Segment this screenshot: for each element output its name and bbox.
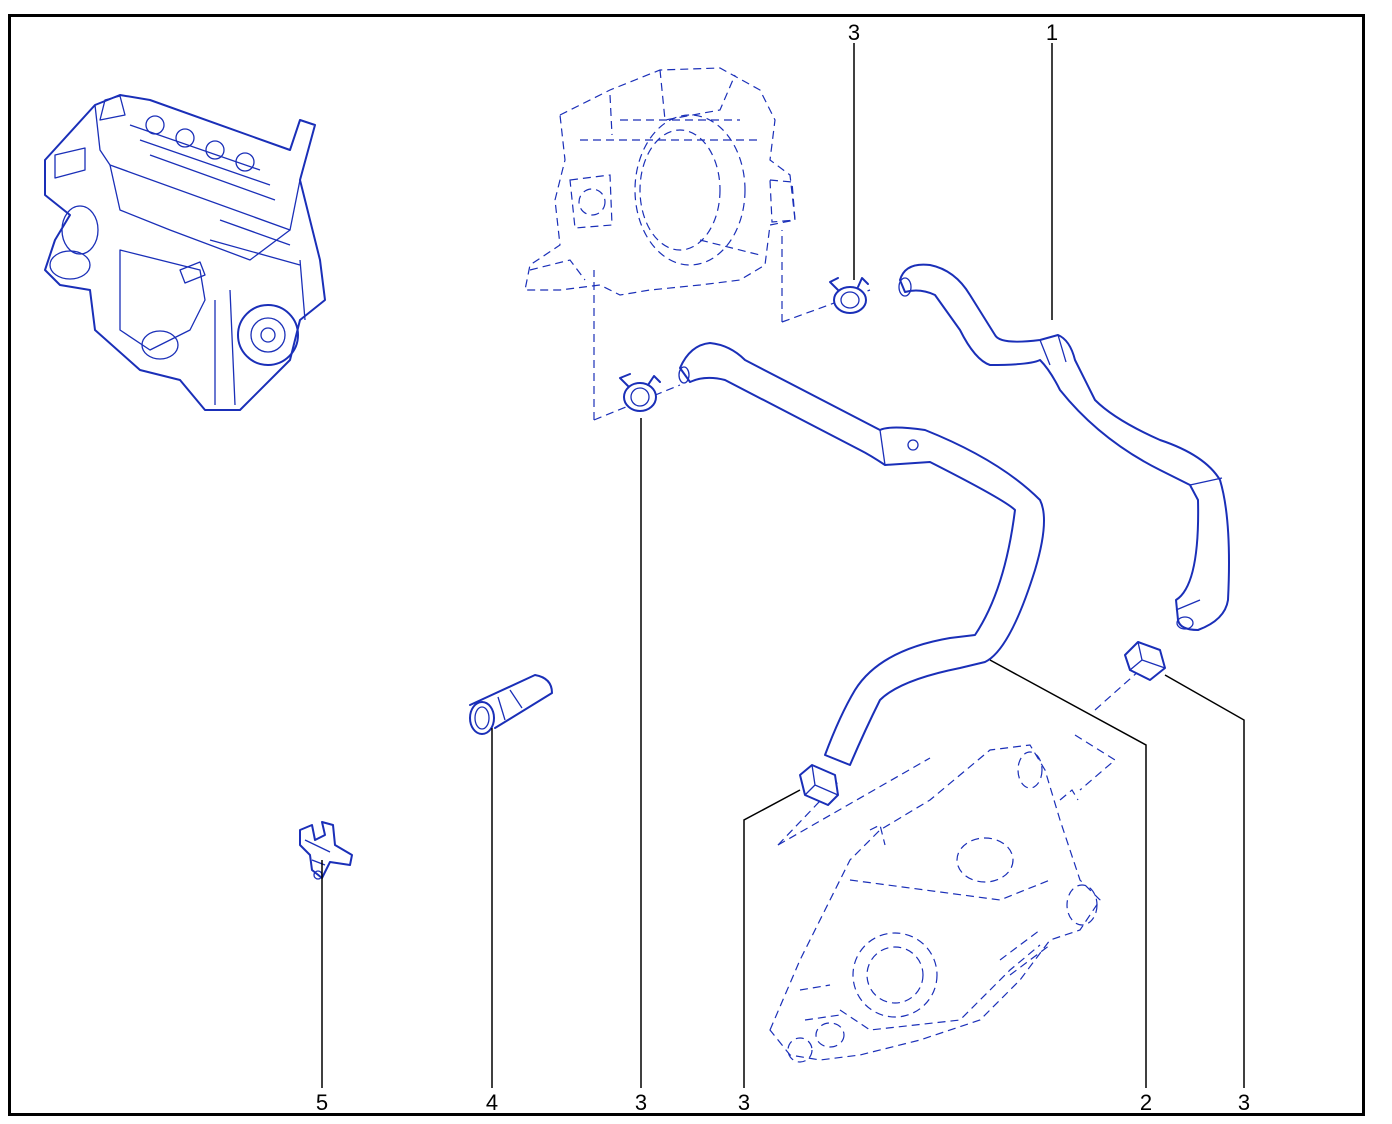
hose-2 <box>678 342 1045 766</box>
sleeve-4 <box>469 674 553 735</box>
clamp-bottom-left <box>799 764 839 806</box>
clamp-left <box>619 373 661 412</box>
clamp-bottom-right <box>1124 641 1166 681</box>
callout-bottom-3c: 3 <box>1238 1090 1250 1115</box>
diagram-frame <box>8 14 1365 1116</box>
callout-bottom-3a: 3 <box>635 1090 647 1115</box>
bracket-5 <box>299 821 353 880</box>
callout-bottom-5: 5 <box>316 1090 328 1115</box>
leader-lines <box>321 43 1245 1088</box>
engine-assembly-drawing <box>44 94 326 411</box>
callout-bottom-3b: 3 <box>738 1090 750 1115</box>
callout-bottom-4: 4 <box>486 1090 498 1115</box>
callout-labels: 3 1 5 4 3 3 2 3 <box>316 20 1250 1115</box>
alignment-lines <box>593 230 1141 846</box>
callout-top-1: 1 <box>1046 20 1058 45</box>
callout-top-3: 3 <box>848 20 860 45</box>
callout-bottom-2: 2 <box>1140 1090 1152 1115</box>
upper-housing-drawing <box>524 67 796 296</box>
hose-1 <box>898 263 1230 631</box>
clamp-top <box>829 277 869 314</box>
lower-housing-drawing <box>769 744 1101 1063</box>
